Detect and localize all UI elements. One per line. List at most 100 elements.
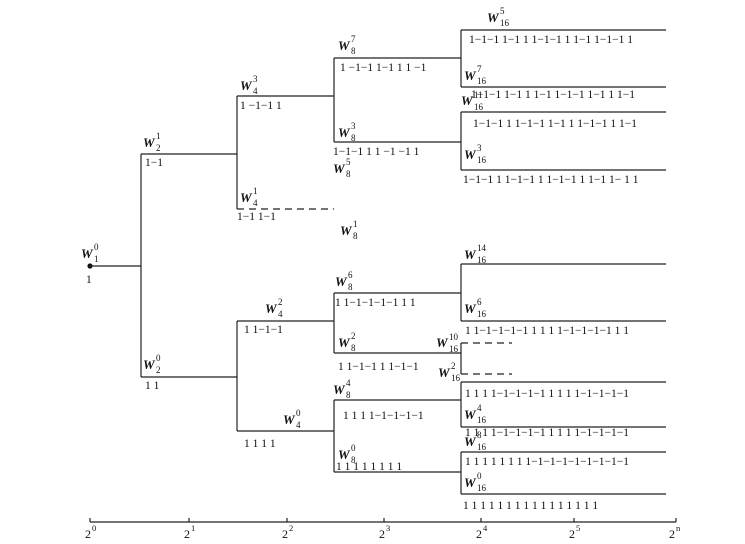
svg-text:7: 7 <box>351 34 356 44</box>
node-w2-1: W 1 2 1−1 <box>143 131 163 169</box>
svg-text:8: 8 <box>351 46 356 56</box>
svg-text:2: 2 <box>476 527 482 541</box>
svg-text:6: 6 <box>477 297 482 307</box>
svg-text:1 −1−1 1: 1 −1−1 1 <box>240 100 282 112</box>
node-w8-0: W 0 8 1 1 1 1 1 1 1 1 <box>336 443 402 473</box>
svg-text:W: W <box>464 475 477 490</box>
tick-label-1: 2 1 <box>184 523 195 541</box>
svg-text:8: 8 <box>351 133 356 143</box>
svg-text:1 1−1−1−1−1 1 1 1 1−1−1−1: 1 1−1−1−1−1 1 1 1 1−1−1−1−1 1 1 <box>465 325 629 337</box>
svg-text:1 −1−1 1−1 1 1 −1: 1 −1−1 1−1 1 1 −1 <box>340 62 427 74</box>
svg-text:W: W <box>335 274 348 289</box>
node-w4-2: W 2 4 1 1−1−1 <box>244 297 283 336</box>
svg-text:2: 2 <box>85 527 91 541</box>
svg-text:11: 11 <box>474 90 483 100</box>
node-w16-4: 1 1 1 1−1−1−1−1 1 1 1 1−1−1−1−1 W 4 16 1… <box>464 388 629 439</box>
node-w16-10: W 10 16 <box>436 332 459 354</box>
node-w16-7: W 7 16 1−1−1 1−1 1 1−1 1−1−1 1−1 1 1−1 <box>464 64 635 101</box>
node-w8-4: W 4 8 1 1 1 1−1−1−1−1 <box>333 378 424 422</box>
svg-text:8: 8 <box>351 455 356 465</box>
svg-text:5: 5 <box>500 6 505 16</box>
svg-text:1−1−1 1 1 −1 −1 1: 1−1−1 1 1 −1 −1 1 <box>333 146 420 158</box>
svg-text:2: 2 <box>451 361 456 371</box>
svg-text:1−1−1 1 1−1−1 1 1−1−1 1: 1−1−1 1 1−1−1 1 1−1−1 1 1−1 1− 1 1 <box>463 174 639 186</box>
svg-text:5: 5 <box>346 157 351 167</box>
svg-text:W: W <box>265 301 278 316</box>
node-w8-3: W 3 8 1−1−1 1 1 −1 −1 1 <box>333 121 420 158</box>
svg-text:1 1 1 1: 1 1 1 1 <box>244 438 276 450</box>
svg-text:1−1 1−1: 1−1 1−1 <box>237 211 276 223</box>
svg-text:7: 7 <box>477 64 482 74</box>
node-w16-5: W 5 16 1−1−1 1−1 1 1−1−1 1 1−1 1−1−1 1 <box>469 6 633 46</box>
svg-text:2: 2 <box>156 143 161 153</box>
svg-text:3: 3 <box>253 74 258 84</box>
x-axis-ticks <box>89 518 677 522</box>
svg-text:16: 16 <box>451 373 461 383</box>
node-w8-6: W 6 8 1 1−1−1−1−1 1 1 <box>335 270 416 309</box>
svg-text:8: 8 <box>477 430 482 440</box>
svg-text:8: 8 <box>346 390 351 400</box>
svg-text:W: W <box>461 93 474 108</box>
tick-label-3: 2 3 <box>379 523 390 541</box>
svg-text:4: 4 <box>477 403 482 413</box>
svg-text:16: 16 <box>500 18 510 28</box>
svg-text:W: W <box>338 38 351 53</box>
svg-text:1: 1 <box>353 219 358 229</box>
svg-text:W: W <box>340 223 353 238</box>
svg-text:W: W <box>333 161 346 176</box>
node-w2-0: W 0 2 1 1 <box>143 353 161 392</box>
svg-text:2: 2 <box>351 331 356 341</box>
svg-text:16: 16 <box>449 344 459 354</box>
svg-text:16: 16 <box>474 102 484 112</box>
svg-text:4: 4 <box>253 86 258 96</box>
svg-text:6: 6 <box>348 270 353 280</box>
node-w1-0: W 0 1 1 <box>81 242 99 286</box>
svg-text:1 1 1 1−1−1−1−1 1 1 1 1: 1 1 1 1−1−1−1−1 1 1 1 1−1−1−1−1 <box>465 427 629 439</box>
svg-text:W: W <box>464 147 477 162</box>
node-w16-2: W 2 16 <box>438 361 461 383</box>
svg-text:1: 1 <box>86 274 92 286</box>
svg-text:16: 16 <box>477 255 487 265</box>
svg-text:W: W <box>338 335 351 350</box>
svg-text:1 1 1 1 1 1 1 1: 1 1 1 1 1 1 1 1 <box>336 461 402 473</box>
svg-text:W: W <box>436 335 449 350</box>
svg-text:1 1: 1 1 <box>145 380 160 392</box>
svg-text:1 1−1−1−1−1 1 1: 1 1−1−1−1−1 1 1 <box>335 297 416 309</box>
svg-text:2: 2 <box>669 527 675 541</box>
svg-text:16: 16 <box>477 76 487 86</box>
svg-text:1: 1 <box>253 186 258 196</box>
svg-text:2: 2 <box>569 527 575 541</box>
svg-text:W: W <box>333 382 346 397</box>
svg-text:2: 2 <box>282 527 288 541</box>
svg-text:2: 2 <box>156 365 161 375</box>
svg-text:1 1 1 1−1−1−1−1: 1 1 1 1−1−1−1−1 <box>343 410 424 422</box>
svg-text:1: 1 <box>94 254 99 264</box>
node-w16-6: W 6 16 1 1−1−1−1−1 1 1 1 1−1−1−1−1 1 1 <box>464 297 629 337</box>
svg-text:8: 8 <box>348 282 353 292</box>
node-w4-1: W 1 4 1−1 1−1 <box>237 186 276 223</box>
svg-text:0: 0 <box>296 408 301 418</box>
svg-text:16: 16 <box>477 483 487 493</box>
svg-text:2: 2 <box>278 297 283 307</box>
svg-text:10: 10 <box>449 332 459 342</box>
tick-label-2: 2 2 <box>282 523 293 541</box>
node-w4-3: W 3 4 1 −1−1 1 <box>240 74 282 112</box>
svg-text:4: 4 <box>253 198 258 208</box>
svg-text:W: W <box>438 365 451 380</box>
svg-text:0: 0 <box>94 242 99 252</box>
svg-text:4: 4 <box>278 309 283 319</box>
svg-text:0: 0 <box>351 443 356 453</box>
node-w16-8: W 8 16 1 1 1 1 1 1 1 1−1−1−1−1−1−1−1−1 <box>464 430 629 468</box>
tick-label-5: 2 5 <box>569 523 580 541</box>
svg-text:0: 0 <box>156 353 161 363</box>
svg-text:W: W <box>464 301 477 316</box>
svg-text:W: W <box>338 447 351 462</box>
node-w16-14: W 14 16 <box>464 243 487 265</box>
svg-text:W: W <box>338 125 351 140</box>
svg-text:W: W <box>283 412 296 427</box>
svg-text:16: 16 <box>477 309 487 319</box>
svg-text:2: 2 <box>184 527 190 541</box>
svg-text:W: W <box>464 247 477 262</box>
svg-text:2: 2 <box>289 523 293 533</box>
